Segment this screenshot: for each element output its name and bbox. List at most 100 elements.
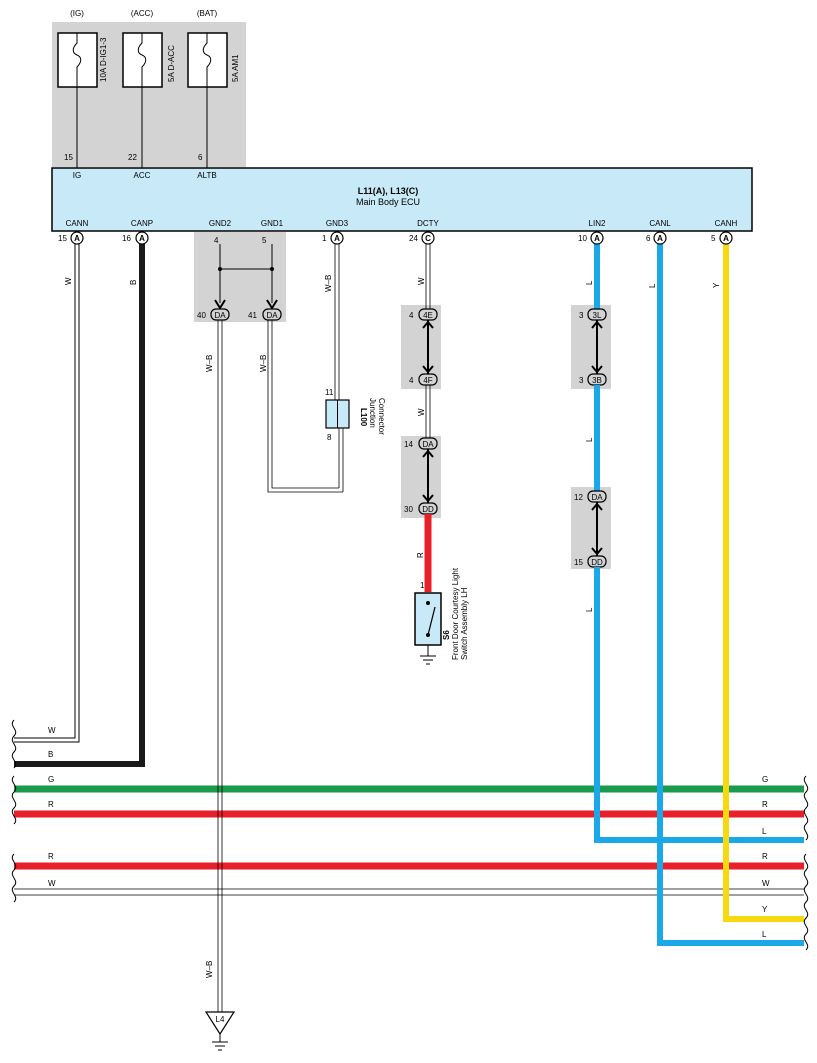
lin2-3l-num: 3 [579, 311, 584, 320]
junction-pin-bottom: 8 [327, 433, 332, 442]
wire-gnd3: W–B [324, 244, 344, 492]
fuse-bat-source: (BAT) [197, 9, 218, 18]
ecu-pin-canl: CANL [649, 219, 671, 228]
dcty-dd-num: 30 [404, 505, 413, 514]
ground-point-label: L4 [216, 1015, 225, 1024]
lin2-da-num: 12 [574, 493, 583, 502]
wire-canh: Y [712, 244, 804, 922]
bus-y-label-right: Y [762, 905, 768, 914]
ecu-pin-connectors: A 15 A 16 A 1 C 24 A 10 A 6 A 5 [58, 231, 733, 245]
fuse-acc-source: (ACC) [131, 9, 154, 18]
lin2-wire-top-label: L [585, 280, 594, 285]
dcty-4f-connector: 4F [423, 376, 432, 385]
canh-conn: A [723, 234, 729, 243]
ecu-name: Main Body ECU [356, 197, 420, 207]
gnd2-connector-num: 40 [197, 311, 206, 320]
lin2-wire-low-label: L [585, 607, 594, 612]
break-marks [11, 719, 809, 951]
junction-code: L100 [359, 408, 368, 427]
gnd2-connector: DA [214, 311, 226, 320]
lin2-conn: A [594, 234, 600, 243]
main-body-ecu: IG ACC ALTB L11(A), L13(C) Main Body ECU… [51, 167, 753, 232]
lin2-da-connector: DA [591, 493, 603, 502]
ecu-pin-gnd3: GND3 [326, 219, 349, 228]
lin2-wire-mid-label: L [585, 437, 594, 442]
lin2-3l-connector: 3L [593, 311, 602, 320]
switch-name-2: Switch Assembly LH [460, 587, 469, 660]
gnd2-wire-label: W–B [205, 355, 214, 372]
ecu-terminal-acc: ACC [134, 171, 151, 180]
lin2-dd-num: 15 [574, 558, 583, 567]
canp-num: 16 [122, 234, 131, 243]
fuse-bat-pin: 6 [198, 153, 203, 162]
bus-g-label-left: G [48, 775, 54, 784]
dcty-4f-num: 4 [409, 376, 414, 385]
wire-cann: W W [14, 244, 80, 743]
cann-conn: A [74, 234, 80, 243]
gnd2-pin-num: 4 [214, 236, 219, 245]
gnd3-wire-label: W–B [324, 275, 333, 292]
bus-r-upper-label-right: R [762, 800, 768, 809]
ecu-pin-dcty: DCTY [417, 219, 439, 228]
dcty-wire-mid-label: W [417, 408, 426, 416]
gnd1-connector: DA [266, 311, 278, 320]
ground-point-l4: L4 [204, 1011, 236, 1051]
ecu-terminal-ig: IG [73, 171, 81, 180]
gnd1-pin-num: 5 [262, 236, 267, 245]
switch-code: S6 [442, 630, 451, 640]
wire-canl: L [648, 244, 804, 946]
dcty-wire-top-label: W [417, 277, 426, 285]
wire-canp-label: B [129, 280, 138, 285]
bus-l-upper-label-right: L [762, 827, 767, 836]
bus-labels: G G R R L R R W W Y L [48, 775, 770, 939]
dcty-4e-num: 4 [409, 311, 414, 320]
ecu-pin-gnd2: GND2 [209, 219, 232, 228]
canl-num: 6 [646, 234, 651, 243]
bus-r-lower-label-right: R [762, 852, 768, 861]
wire-canl-label: L [648, 283, 657, 288]
wire-lin2: L 3L 3 3B 3 L DA 12 DD 15 L [574, 244, 804, 843]
bus-b-label: B [48, 750, 53, 759]
bus-lines [14, 785, 804, 896]
dcty-wire-red-label: R [416, 552, 425, 558]
canl-conn: A [657, 234, 663, 243]
junction-name-2: Connector [377, 398, 386, 435]
bus-l-lower-label-right: L [762, 930, 767, 939]
bus-w-lower-label-right: W [762, 879, 770, 888]
wire-gnd2: 4 5 DA DA 40 41 W–B W–B W–B [197, 236, 343, 1012]
canh-num: 5 [711, 234, 716, 243]
junction-pin-top: 11 [325, 388, 334, 397]
fuse-bat: (BAT) 5A AM1 6 [187, 9, 240, 168]
canp-conn: A [139, 234, 145, 243]
gnd3-num: 1 [322, 234, 327, 243]
wire-canh-label: Y [712, 282, 721, 288]
fuse-acc-rating: 5A D-ACC [167, 45, 176, 82]
ecu-code: L11(A), L13(C) [358, 186, 419, 196]
switch-name-1: Front Door Courtesy Light [451, 567, 460, 660]
fuse-bat-rating: 5A AM1 [231, 54, 240, 82]
ecu-pin-canp: CANP [131, 219, 153, 228]
bus-r-lower-label-left: R [48, 852, 54, 861]
cann-num: 15 [58, 234, 67, 243]
dcty-da-num: 14 [404, 440, 413, 449]
wire-cann-label: W [64, 277, 73, 285]
bus-w-upper-label: W [48, 726, 56, 735]
wire-canp: B B [14, 244, 145, 767]
ground-drop-label: W–B [205, 961, 214, 978]
fuse-ig: (IG) 10A D-IG1-3 15 [57, 9, 108, 168]
switch-pin: 1 [420, 581, 425, 590]
lin2-3b-num: 3 [579, 376, 584, 385]
fuse-ig-pin: 15 [64, 153, 73, 162]
bus-r-upper-label-left: R [48, 800, 54, 809]
lin2-num: 10 [578, 234, 587, 243]
dcty-conn: C [425, 234, 431, 243]
ecu-pin-cann: CANN [66, 219, 89, 228]
gnd3-conn: A [334, 234, 340, 243]
fuse-ig-source: (IG) [70, 9, 84, 18]
junction-connector-l100: 11 8 L100 Junction Connector [325, 388, 386, 442]
gnd1-connector-num: 41 [248, 311, 257, 320]
wire-dcty: W 4E 4 4F 4 W DA 14 DD 30 R [404, 244, 438, 592]
fuse-acc-pin: 22 [128, 153, 137, 162]
fuse-ig-rating: 10A D-IG1-3 [99, 37, 108, 82]
